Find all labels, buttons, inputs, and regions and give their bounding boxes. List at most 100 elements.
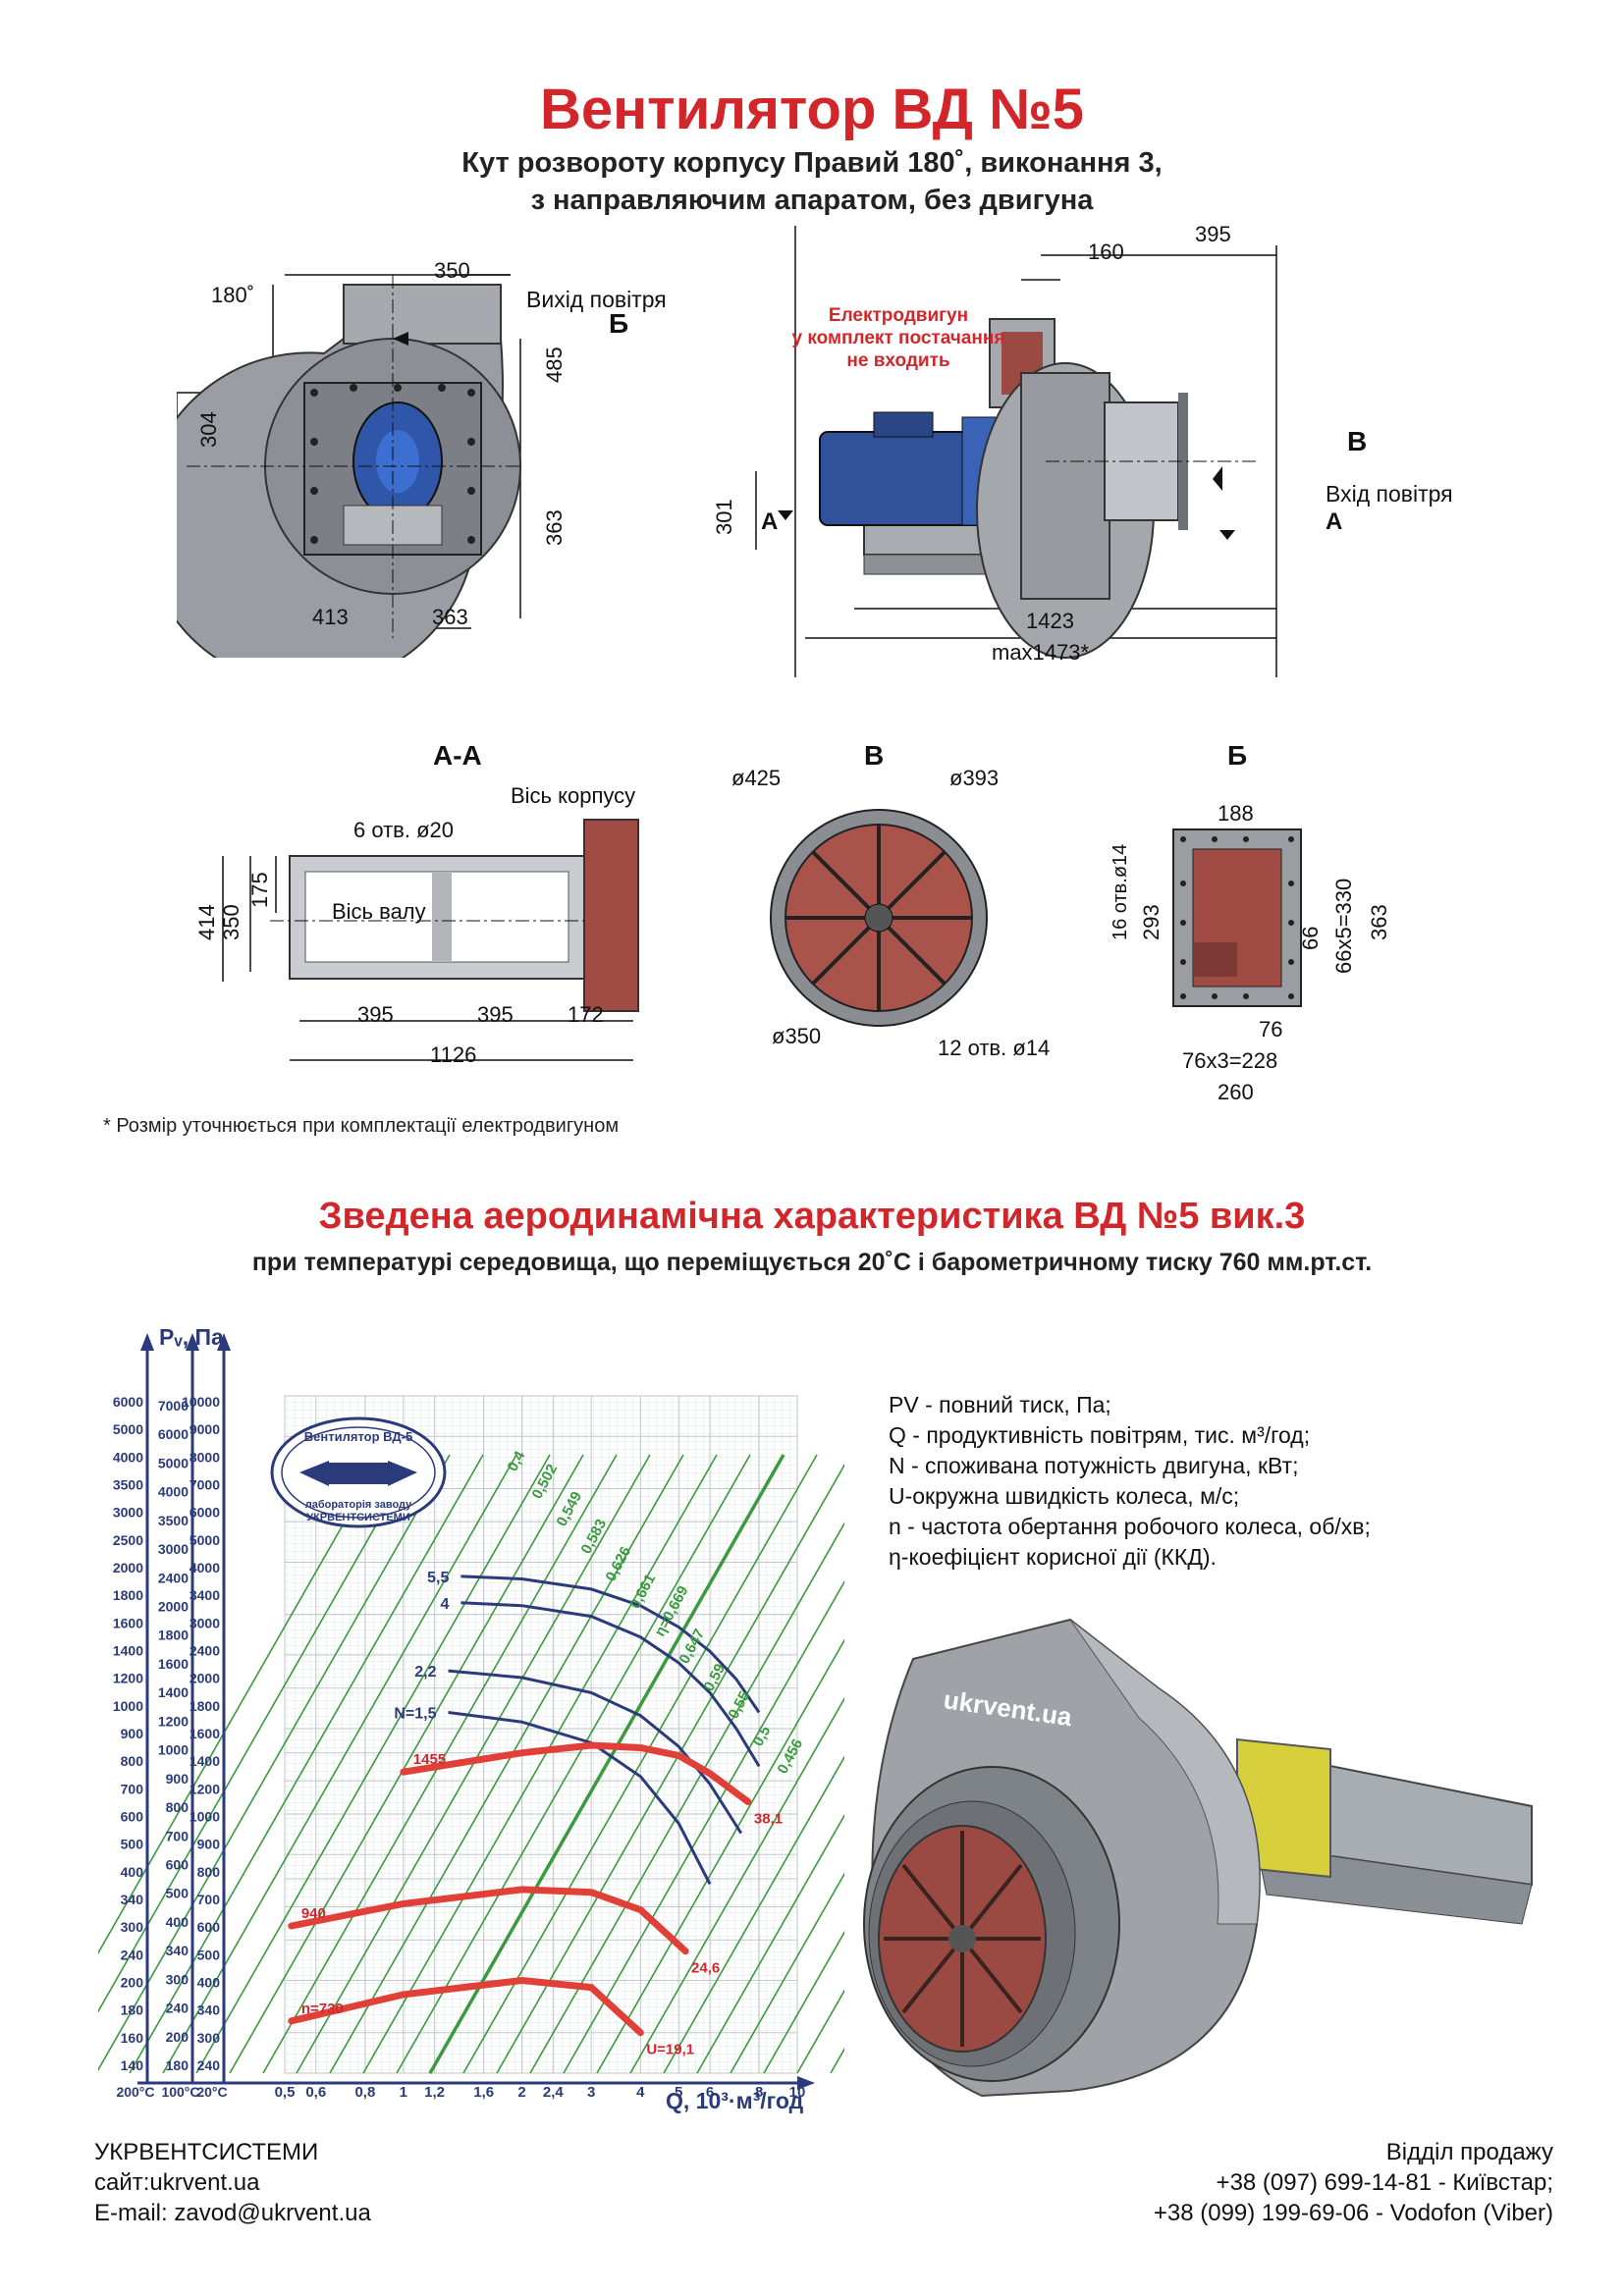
efficiency-line [98,1454,451,2072]
y-axis-label: Pᵥ, Па [159,1324,224,1350]
motor-note-line1: Електродвигун [828,305,969,326]
section-b-drawing [1172,828,1302,1007]
y-tick-label: 700 [121,1781,144,1796]
efficiency-line [663,1755,844,2074]
air-out-label: Вихід повітря [526,287,667,312]
dim-363-horizontal: 363 [432,605,468,629]
motor-note: Електродвигун у комплект постачання не в… [746,304,1051,372]
y-tick-label: 3000 [158,1541,189,1557]
dim-188: 188 [1218,801,1254,826]
dim-max1473: max1473* [992,640,1090,665]
y-tick-label: 600 [197,1919,221,1935]
fan-3d-illustration: ukrvent.ua [863,1618,1533,2098]
dim-363-b: 363 [1367,904,1391,940]
section-mark-a-right: А [1326,508,1343,535]
y-tick-label: 5000 [189,1532,220,1548]
y-tick-label: 1000 [189,1809,220,1825]
efficiency-line [98,1454,384,1955]
footer-sales: Відділ продажу +38 (097) 699-14-81 - Киї… [1154,2137,1553,2228]
dim-304: 304 [196,411,221,448]
tip-speed-label: 24,6 [691,1960,720,1977]
dim-76x3: 76x3=228 [1182,1048,1278,1073]
efficiency-line [730,1872,844,2074]
section-aa-drawing [222,819,639,1061]
y-axis-arrow [140,1333,154,1351]
power-curve-label: N=1,5 [394,1705,436,1722]
y-tick-label: 7000 [189,1477,220,1493]
stamp-line2: лабораторія заводу [305,1499,412,1511]
y-tick-label: 240 [166,2001,189,2016]
power-curve [460,1601,761,1768]
y-tick-label: 2000 [158,1599,189,1615]
speed-curve-label: 1455 [413,1751,446,1768]
speed-curve [288,1886,689,1955]
dim-175: 175 [247,872,272,908]
efficiency-line [98,1454,417,2013]
y-tick-label: 1800 [158,1628,189,1643]
y-tick-label: 6000 [189,1505,220,1521]
y-tick-label: 500 [121,1837,144,1852]
housing-axis-label: Вісь корпусу [511,783,636,808]
dim-395: 395 [1195,222,1231,246]
stamp-line3: УКРВЕНТСИСТЕМИ [306,1512,410,1523]
tip-speed-label: 38,1 [754,1810,783,1827]
speed-curves [288,1741,752,2037]
y-tick-label: 1200 [189,1781,220,1796]
y-tick-label: 3500 [158,1513,189,1528]
dim-260: 260 [1218,1080,1254,1104]
legend-line: U-окружна швидкість колеса, м/с; [889,1483,1240,1509]
dim-66x5: 66x5=330 [1331,878,1356,974]
x-tick-label: 1,6 [473,2084,494,2101]
section-mark-a-left: А [761,508,779,535]
dim-1126: 1126 [430,1042,477,1067]
y-tick-label: 160 [121,2030,144,2046]
footer-email-link[interactable]: E-mail: zavod@ukrvent.ua [94,2200,371,2226]
footer-phone-1[interactable]: +38 (097) 699-14-81 - Київстар; [1216,2169,1553,2196]
y-tick-label: 3000 [113,1505,143,1521]
footer-site-link[interactable]: сайт:ukrvent.ua [94,2169,260,2196]
x-tick-label: 4 [636,2084,645,2101]
y-axis-temperature: 100°С [161,2084,199,2100]
y-tick-label: 1600 [189,1726,220,1741]
y-axis-temperature: 20°С [196,2084,227,2100]
aero-subtitle: при температурі середовища, що переміщує… [251,1249,1373,1276]
y-tick-label: 300 [166,1971,189,1987]
dim-160: 160 [1088,240,1124,264]
y-tick-label: 340 [166,1943,189,1958]
y-tick-label: 1000 [113,1698,143,1714]
y-tick-label: 140 [121,2057,144,2073]
x-tick-label: 0,5 [275,2084,296,2101]
dim-413: 413 [312,605,349,629]
y-tick-label: 800 [166,1799,189,1815]
y-tick-label: 500 [197,1947,221,1962]
power-curve [448,1669,743,1835]
side-view-drawing [755,226,1277,677]
power-curve-label: 2,2 [414,1664,436,1681]
y-tick-label: 2500 [113,1532,143,1548]
efficiency-line [428,1454,785,2074]
x-axis-label: Q, 10³·м³/год [666,2088,804,2113]
y-tick-label: 1800 [113,1587,143,1603]
y-tick-label: 3400 [189,1587,220,1603]
footer-sales-title: Відділ продажу [1385,2139,1553,2165]
legend-line: η-коефіцієнт корисної дії (ККД). [889,1544,1217,1570]
y-tick-label: 600 [121,1809,144,1825]
y-tick-label: 2400 [158,1570,189,1585]
x-tick-label: 2,4 [543,2084,565,2101]
footer-phone-2[interactable]: +38 (099) 199-69-06 - Vodofon (Viber) [1153,2200,1553,2226]
dim-293: 293 [1139,904,1164,940]
dim-395a: 395 [357,1002,394,1027]
y-axis-arrow [217,1333,231,1351]
tip-speed-label: U=19,1 [646,2042,694,2058]
y-tick-label: 3000 [189,1615,220,1630]
efficiency-line [629,1696,844,2074]
dim-d393: ø393 [949,766,1000,790]
stamp-line1: Вентилятор ВД-5 [304,1429,412,1444]
speed-curve-label: 940 [301,1905,326,1922]
speed-curve [288,1976,644,2037]
dim-414: 414 [194,904,219,940]
y-tick-label: 1400 [113,1643,143,1659]
efficiency-line [162,1454,517,2074]
